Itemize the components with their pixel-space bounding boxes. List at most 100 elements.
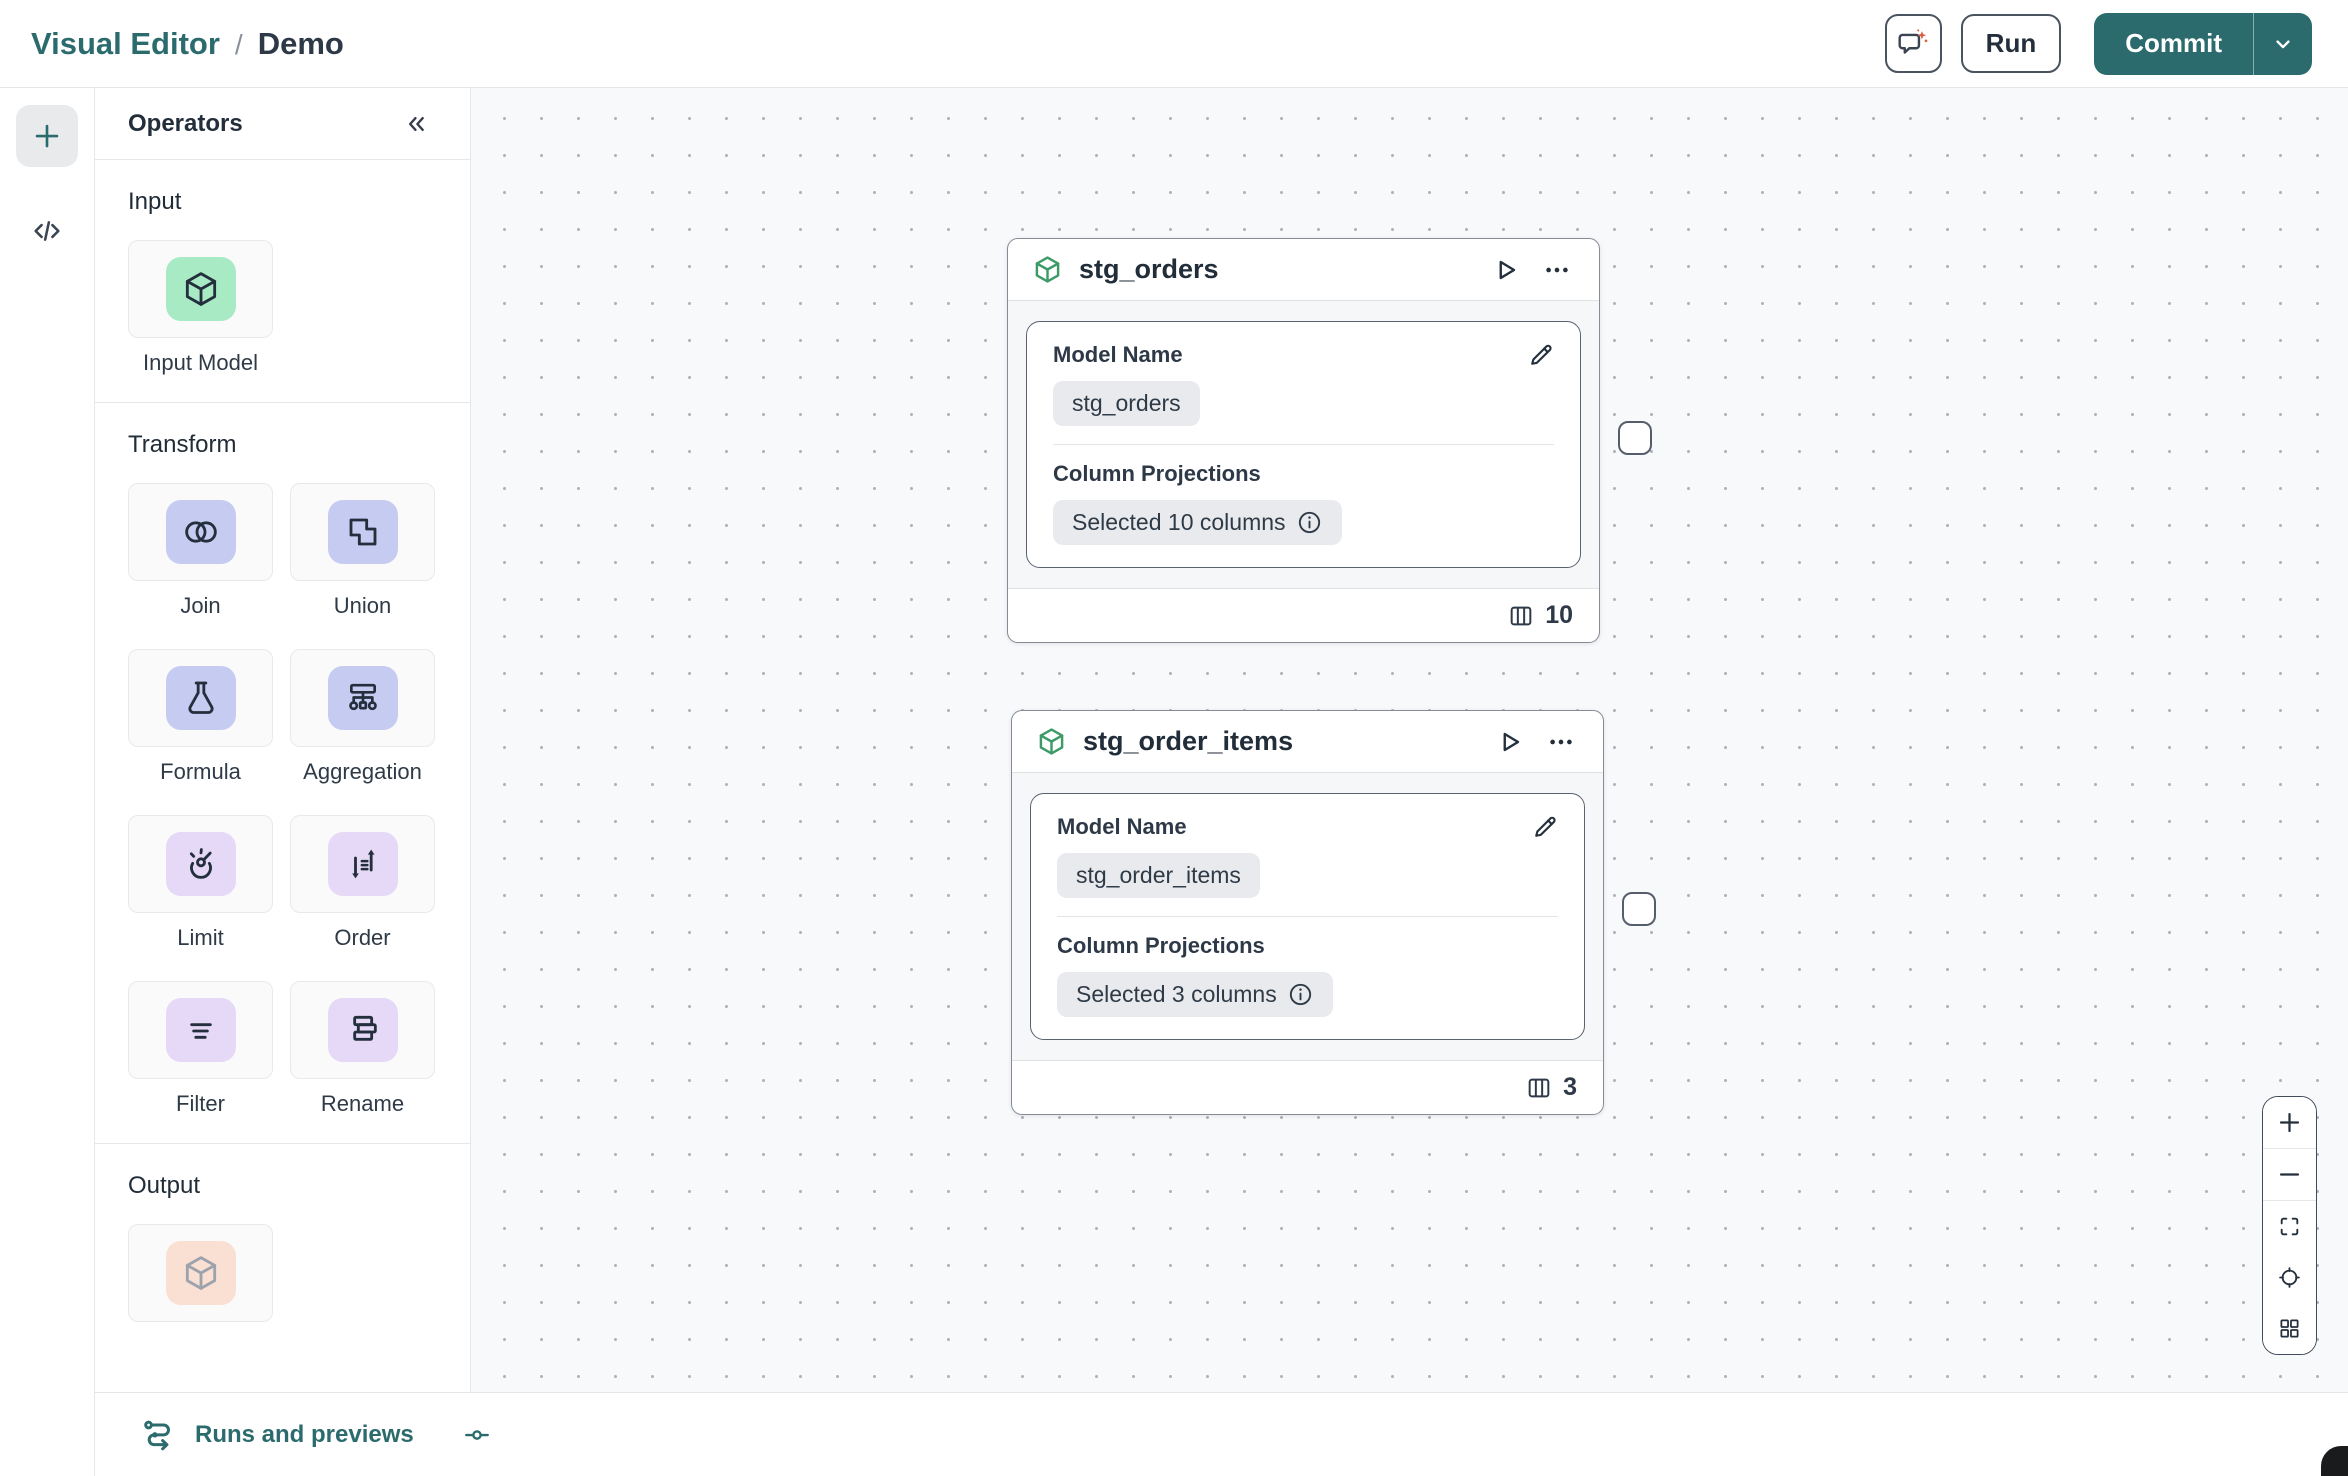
divider [1053,444,1554,445]
gauge-icon [181,844,221,884]
divider [2263,1148,2316,1149]
pipeline-canvas[interactable]: stg_orders [471,88,2348,1392]
operator-output-model[interactable] [128,1224,273,1322]
cube-icon [181,1253,221,1293]
breadcrumb-separator: / [234,28,243,60]
commit-button-group: Commit [2094,12,2312,75]
transform-section-title: Transform [128,431,237,458]
operator-rename[interactable]: Rename [290,981,435,1117]
operator-label: Rename [320,1091,405,1116]
projections-value: Selected 3 columns [1076,981,1277,1007]
breadcrumb-app-link[interactable]: Visual Editor [31,25,220,61]
zoom-out-button[interactable] [2263,1149,2316,1200]
code-brackets-icon [30,214,64,248]
ellipsis-icon [1547,728,1575,756]
operators-panel: Operators Input [95,88,471,1392]
chevron-down-icon [2270,31,2296,57]
flask-icon [181,678,221,718]
grid-layout-button[interactable] [2263,1303,2316,1354]
filter-lines-icon [181,1010,221,1050]
pencil-icon [1526,340,1556,370]
node-stg-orders[interactable]: stg_orders [1007,238,1600,643]
node-run-button[interactable] [1487,252,1523,288]
divider [1057,916,1558,917]
merged-squares-icon [343,512,383,552]
operator-filter[interactable]: Filter [128,981,273,1117]
zoom-in-icon [2276,1109,2303,1136]
collapse-panel-button[interactable] [402,110,430,138]
column-count: 3 [1563,1073,1577,1101]
node-stg-order-items[interactable]: stg_order_items [1011,710,1604,1115]
info-circle-icon [1296,509,1323,536]
locate-icon [2277,1265,2302,1290]
column-projections-chip[interactable]: Selected 10 columns [1053,500,1342,545]
commit-button[interactable]: Commit [2125,28,2222,58]
operator-union[interactable]: Union [290,483,435,619]
model-name-chip: stg_orders [1053,381,1200,426]
divider [2263,1200,2316,1201]
operator-aggregation[interactable]: Aggregation [290,649,435,785]
locate-button[interactable] [2263,1252,2316,1303]
operator-label: Aggregation [303,759,422,784]
node-title: stg_orders [1079,254,1219,284]
operator-input-model[interactable]: Input Model [128,240,273,376]
runs-and-previews-button[interactable]: Runs and previews [140,1416,414,1454]
grid-icon [2277,1316,2302,1341]
edit-model-name-button[interactable] [1526,340,1556,370]
ai-assistant-button[interactable] [1884,14,1942,73]
fit-view-icon [2277,1214,2302,1239]
node-output-port[interactable] [1618,421,1652,455]
fit-view-button[interactable] [2263,1201,2316,1252]
node-config-card: Model Name stg_orders Column Projections [1026,321,1581,568]
node-run-button[interactable] [1491,724,1527,760]
output-section: Output [95,1144,470,1348]
runs-flow-icon [140,1416,178,1454]
ellipsis-icon [1543,256,1571,284]
commit-dropdown-button[interactable] [2253,12,2312,75]
runs-and-previews-label: Runs and previews [195,1420,414,1448]
node-menu-button[interactable] [1543,724,1579,760]
chevrons-left-icon [402,110,430,138]
info-circle-icon [1287,981,1314,1008]
cube-icon [181,269,221,309]
run-button[interactable]: Run [1960,14,2062,73]
operator-formula[interactable]: Formula [128,649,273,785]
column-projections-chip[interactable]: Selected 3 columns [1057,972,1333,1017]
edit-model-name-button[interactable] [1530,812,1560,842]
transform-section: Transform Join [95,403,470,1144]
model-name-value: stg_order_items [1076,862,1241,888]
operator-label: Input Model [143,350,258,375]
canvas-zoom-toolbar [2262,1096,2317,1355]
node-header: stg_orders [1008,239,1599,301]
input-section: Input Input Model [95,160,470,403]
operator-label: Join [180,593,221,618]
operator-label: Filter [176,1091,225,1116]
breadcrumb-page-title: Demo [257,25,344,61]
node-body: Model Name stg_orders Column Projections [1008,301,1599,588]
input-section-title: Input [128,188,182,215]
operator-label: Union [333,593,392,618]
code-view-button[interactable] [30,214,64,248]
node-config-card: Model Name stg_order_items Column Projec… [1030,793,1585,1040]
operator-limit[interactable]: Limit [128,815,273,951]
operators-panel-header: Operators [95,88,470,160]
node-menu-button[interactable] [1539,252,1575,288]
operator-label: Limit [177,925,224,950]
header-actions: Run Commit [1884,12,2312,75]
git-commit-button[interactable] [462,1420,492,1450]
sort-arrows-icon [343,844,383,884]
model-name-chip: stg_order_items [1057,853,1260,898]
operator-join[interactable]: Join [128,483,273,619]
model-cube-icon [1032,254,1063,285]
zoom-in-button[interactable] [2263,1097,2316,1148]
operator-order[interactable]: Order [290,815,435,951]
model-name-value: stg_orders [1072,390,1181,416]
left-rail [0,88,95,1476]
add-operator-button[interactable] [16,105,78,167]
play-icon [1494,727,1524,757]
node-body: Model Name stg_order_items Column Projec… [1012,773,1603,1060]
node-title: stg_order_items [1083,726,1294,756]
operators-title: Operators [128,109,243,137]
node-output-port[interactable] [1622,892,1656,926]
model-name-label: Model Name [1053,342,1183,367]
